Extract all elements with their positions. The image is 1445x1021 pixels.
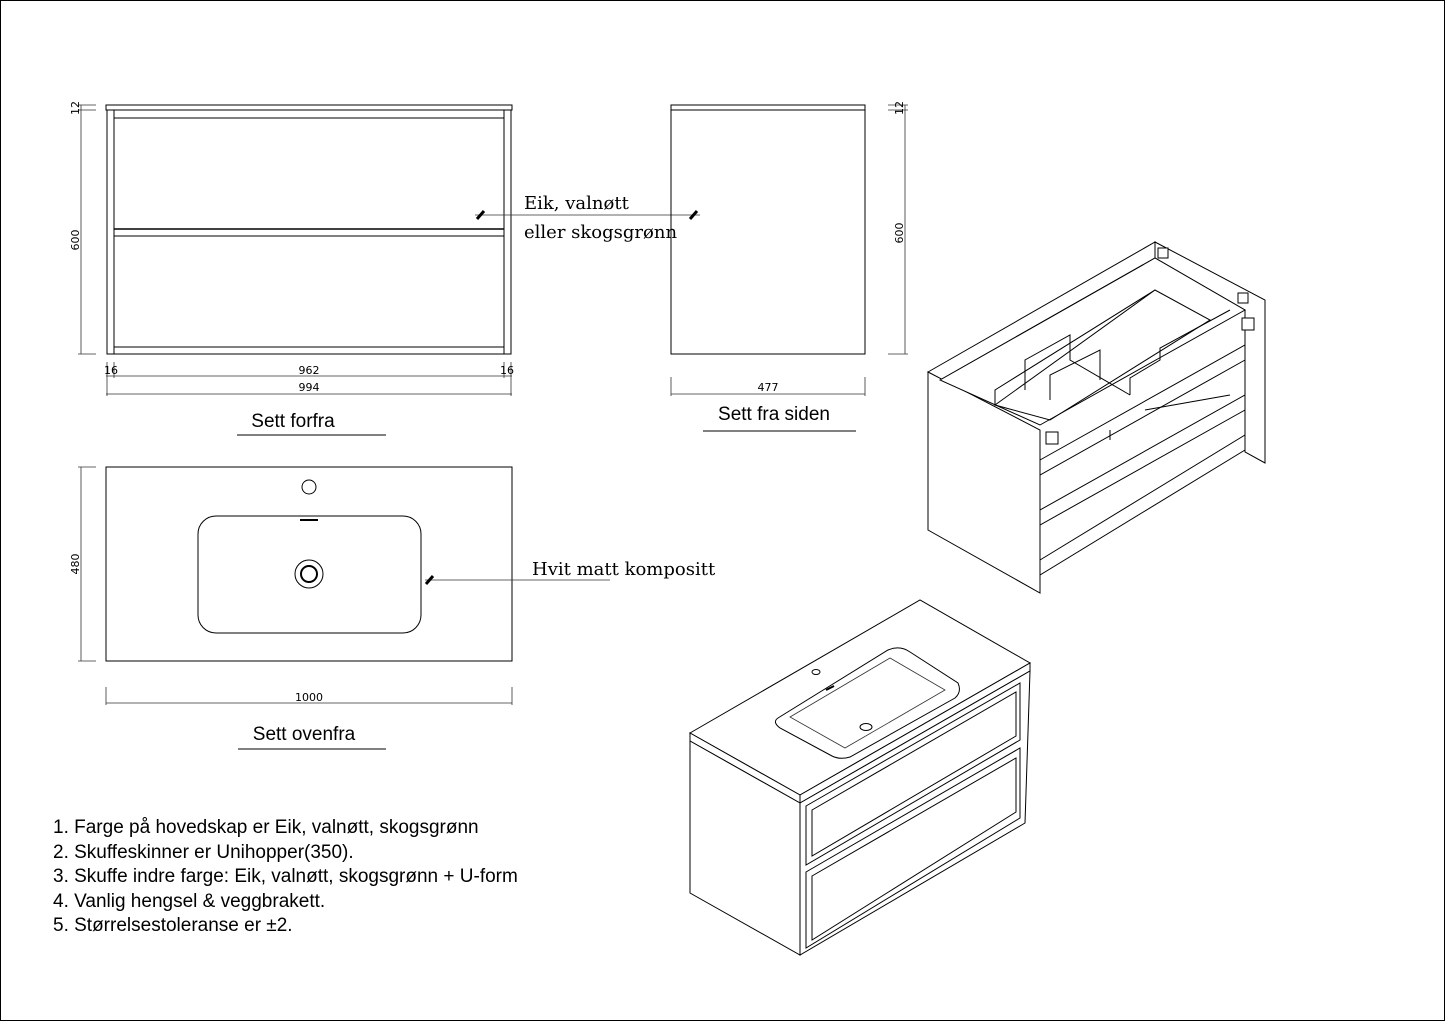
isometric-cabinet-open (927, 241, 1266, 594)
isometric-cabinet-closed (688, 599, 1032, 956)
inner-width-dim: 962 (299, 364, 320, 377)
front-view-title: Sett forfra (251, 411, 335, 432)
top-width-dim: 1000 (295, 691, 323, 704)
right-panel-dim: 16 (500, 364, 514, 377)
material-label-line2: eller skogsgrønn (524, 222, 677, 243)
note-item: 3. Skuffe indre farge: Eik, valnøtt, sko… (53, 866, 518, 887)
top-view-title: Sett ovenfra (253, 724, 356, 745)
front-height-dim: 600 (69, 230, 82, 251)
basin-outline (197, 515, 422, 634)
left-panel-dim: 16 (104, 364, 118, 377)
drawer-top (805, 682, 1021, 866)
tap-hole (301, 479, 317, 495)
side-view-title: Sett fra siden (718, 404, 830, 425)
material-callout: Eik, valnøtt eller skogsgrønn (475, 193, 700, 243)
basin-iso (774, 647, 960, 759)
side-top-dim: 12 (893, 101, 906, 115)
front-top-dim: 12 (69, 101, 82, 115)
note-item: 2. Skuffeskinner er Unihopper(350). (53, 841, 354, 863)
material-label-line1: Eik, valnøtt (524, 193, 630, 214)
countertop-edge (105, 104, 513, 111)
drain (294, 559, 324, 589)
drawer-bottom (805, 747, 1021, 949)
countertop-material-label: Hvit matt kompositt (532, 559, 716, 580)
note-item: 5. Størrelsestoleranse er ±2. (53, 915, 293, 936)
top-view: 480 1000 Sett ovenfra Hvit matt komposit… (69, 466, 716, 750)
side-depth-dim: 477 (758, 381, 779, 394)
specification-notes: 1. Farge på hovedskap er Eik, valnøtt, s… (53, 816, 518, 939)
note-item: 4. Vanlig hengsel & veggbrakett. (53, 890, 326, 912)
total-width-dim: 994 (299, 381, 320, 394)
countertop-outline (105, 466, 513, 662)
side-view: 600 12 477 Sett fra siden (670, 101, 908, 432)
note-item: 1. Farge på hovedskap er Eik, valnøtt, s… (53, 817, 479, 838)
side-panel (927, 371, 1041, 594)
cabinet-body (106, 109, 512, 355)
top-depth-dim: 480 (69, 554, 82, 575)
front-view: 600 12 962 994 16 16 Sett forfra (69, 101, 514, 436)
side-height-dim: 600 (893, 223, 906, 244)
